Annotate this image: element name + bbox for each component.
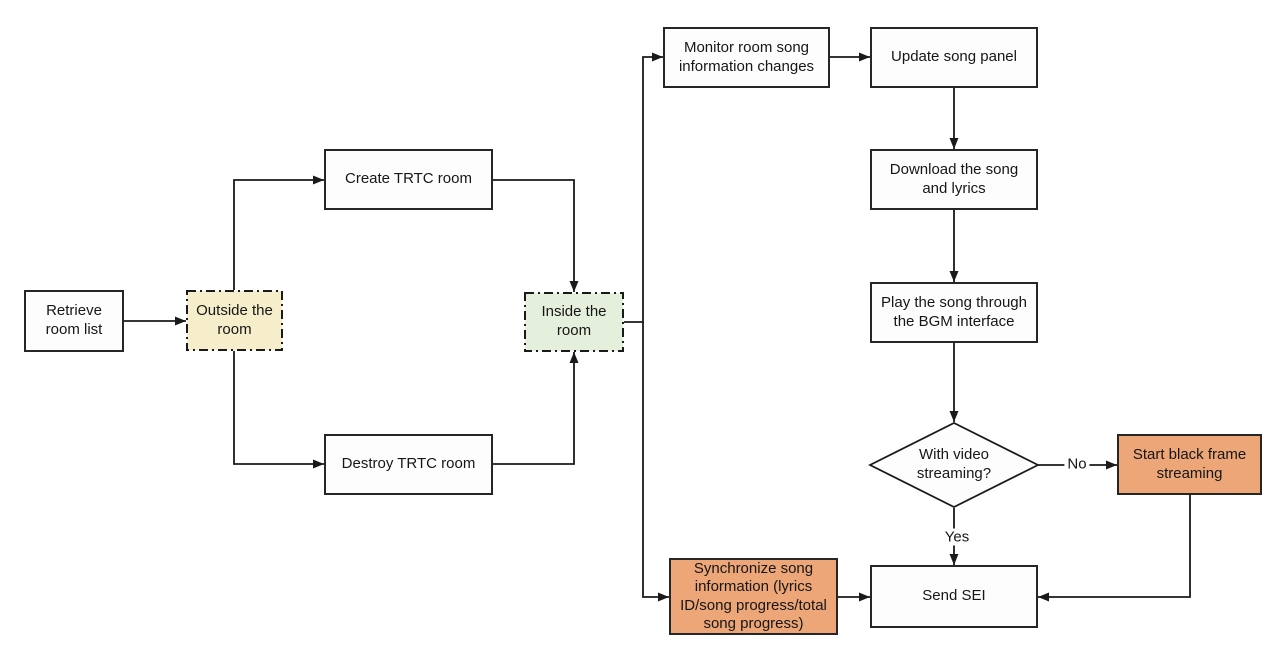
node-outside-the-room: Outside the room [186, 290, 283, 351]
node-synchronize-song-info: Synchronize song information (lyrics ID/… [669, 558, 838, 635]
node-download-song-lyrics: Download the song and lyrics [870, 149, 1038, 210]
edge-outside-to-create [233, 175, 324, 290]
node-destroy-trtc-room: Destroy TRTC room [324, 434, 493, 495]
edge-inside-to-sync [642, 322, 669, 602]
node-label: Inside the room [541, 303, 607, 339]
edge-blackframe-to-sendsei [1038, 495, 1191, 602]
node-label: Download the song and lyrics [889, 160, 1019, 197]
node-start-black-frame-streaming: Start black frame streaming [1117, 434, 1262, 495]
node-send-sei: Send SEI [870, 565, 1038, 628]
node-label: Create TRTC room [345, 170, 472, 188]
node-update-song-panel: Update song panel [870, 27, 1038, 88]
node-label: Monitor room song information changes [678, 38, 815, 75]
edge-destroy-to-inside [493, 352, 579, 465]
node-retrieve-room-list: Retrieve room list [24, 290, 124, 352]
inside-room-shape [524, 292, 624, 352]
edge-inside-to-monitor [624, 52, 663, 323]
node-label: Destroy TRTC room [341, 455, 476, 473]
outside-room-shape [186, 290, 283, 351]
node-inside-the-room: Inside the room [524, 292, 624, 352]
node-label: Play the song through the BGM interface [881, 293, 1027, 330]
node-with-video-streaming: With video streaming? [899, 422, 1009, 508]
node-label: Update song panel [891, 48, 1017, 66]
edge-label-no: No [1064, 455, 1090, 473]
decision-diamond-shape [868, 422, 1040, 508]
node-label: Start black frame streaming [1132, 445, 1247, 482]
node-label: Send SEI [922, 587, 986, 605]
edge-outside-to-destroy [233, 351, 324, 469]
node-monitor-room-song-changes: Monitor room song information changes [663, 27, 830, 88]
node-create-trtc-room: Create TRTC room [324, 149, 493, 210]
node-label: Retrieve room list [45, 302, 103, 338]
node-play-song-bgm: Play the song through the BGM interface [870, 282, 1038, 343]
edge-create-to-inside [493, 179, 579, 292]
node-label: With video streaming? [916, 446, 992, 482]
node-label: Synchronize song information (lyrics ID/… [680, 559, 827, 632]
edge-label-yes: Yes [941, 528, 973, 546]
node-label: Outside the room [196, 301, 273, 338]
